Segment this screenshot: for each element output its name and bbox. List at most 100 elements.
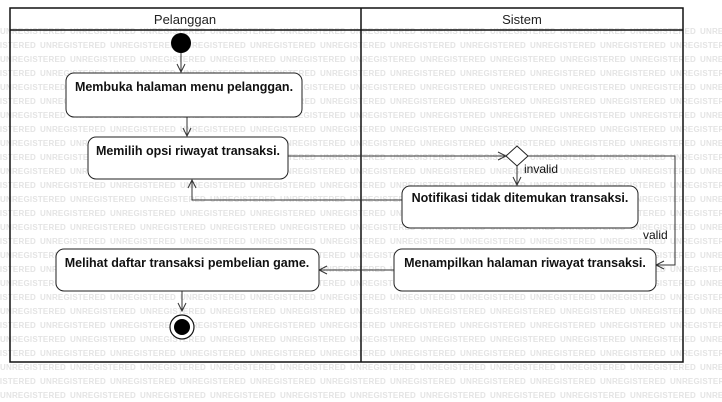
watermark-text: UNREGISTERED (530, 125, 596, 134)
watermark-text: UNREGISTERED (280, 335, 346, 344)
watermark-text: UNREGISTERED (140, 363, 206, 372)
watermark-text: UNREGISTERED (600, 125, 666, 134)
watermark-text: UNREGISTERED (280, 27, 346, 36)
watermark-text: UNREGISTERED (390, 97, 456, 106)
watermark-text: UNREGISTERED (0, 41, 36, 50)
watermark-text: UNREGISTERED (0, 265, 36, 274)
watermark-text: UNREGISTERED (670, 321, 722, 330)
watermark-text: UNREGISTERED (390, 69, 456, 78)
watermark-text: UNREGISTERED (390, 377, 456, 386)
watermark-text: UNREGISTERED (320, 69, 386, 78)
watermark-text: UNREGISTERED (390, 349, 456, 358)
watermark-text: UNREGISTERED (110, 349, 176, 358)
swimlane-frame (9, 7, 684, 363)
watermark-text: UNREGISTERED (420, 391, 486, 400)
watermark-text: UNREGISTERED (630, 223, 696, 232)
watermark-text: UNREGISTERED (250, 41, 316, 50)
watermark-text: UNREGISTERED (280, 223, 346, 232)
watermark-text: UNREGISTERED (700, 363, 722, 372)
watermark-text: UNREGISTERED (670, 349, 722, 358)
activity-notifikasi: Notifikasi tidak ditemukan transaksi. (401, 185, 639, 229)
watermark-text: UNREGISTERED (560, 363, 626, 372)
watermark-text: UNREGISTERED (350, 223, 416, 232)
watermark-text: UNREGISTERED (0, 391, 66, 400)
activity-melihat-daftar: Melihat daftar transaksi pembelian game. (55, 248, 320, 292)
watermark-text: UNREGISTERED (560, 335, 626, 344)
watermark-text: UNREGISTERED (0, 349, 36, 358)
watermark-text: UNREGISTERED (180, 237, 246, 246)
watermark-text: UNREGISTERED (180, 209, 246, 218)
watermark-text: UNREGISTERED (490, 335, 556, 344)
watermark-text: UNREGISTERED (320, 321, 386, 330)
watermark-text: UNREGISTERED (110, 181, 176, 190)
watermark-text: UNREGISTERED (700, 335, 722, 344)
watermark-text: UNREGISTERED (530, 153, 596, 162)
watermark-text: UNREGISTERED (40, 377, 106, 386)
watermark-text: UNREGISTERED (420, 139, 486, 148)
watermark-text: UNREGISTERED (670, 265, 722, 274)
watermark-text: UNREGISTERED (140, 335, 206, 344)
watermark-text: UNREGISTERED (250, 321, 316, 330)
watermark-text: UNREGISTERED (0, 125, 36, 134)
watermark-text: UNREGISTERED (600, 377, 666, 386)
watermark-text: UNREGISTERED (70, 223, 136, 232)
watermark-text: UNREGISTERED (140, 307, 206, 316)
activity-memilih-opsi: Memilih opsi riwayat transaksi. (87, 136, 289, 180)
watermark-text: UNREGISTERED (670, 97, 722, 106)
watermark-text: UNREGISTERED (250, 181, 316, 190)
watermark-text: UNREGISTERED (420, 363, 486, 372)
watermark-text: UNREGISTERED (490, 307, 556, 316)
watermark-text: UNREGISTERED (40, 181, 106, 190)
watermark-text: UNREGISTERED (630, 139, 696, 148)
watermark-text: UNREGISTERED (0, 321, 36, 330)
watermark-text: UNREGISTERED (70, 27, 136, 36)
watermark-text: UNREGISTERED (320, 209, 386, 218)
watermark-text: UNREGISTERED (0, 153, 36, 162)
watermark-text: UNREGISTERED (0, 167, 66, 176)
watermark-text: UNREGISTERED (460, 41, 526, 50)
watermark-text: UNREGISTERED (0, 335, 66, 344)
watermark-text: UNREGISTERED (0, 55, 66, 64)
watermark-text: UNREGISTERED (700, 307, 722, 316)
watermark-text: UNREGISTERED (670, 293, 722, 302)
watermark-text: UNREGISTERED (210, 391, 276, 400)
watermark-text: UNREGISTERED (700, 167, 722, 176)
watermark-text: UNREGISTERED (210, 307, 276, 316)
watermark-text: UNREGISTERED (630, 55, 696, 64)
watermark-text: UNREGISTERED (530, 321, 596, 330)
watermark-text: UNREGISTERED (320, 181, 386, 190)
watermark-text: UNREGISTERED (40, 237, 106, 246)
watermark-text: UNREGISTERED (140, 223, 206, 232)
activity-label: Membuka halaman menu pelanggan. (75, 80, 293, 94)
watermark-text: UNREGISTERED (350, 55, 416, 64)
watermark-text: UNREGISTERED (140, 27, 206, 36)
watermark-text: UNREGISTERED (490, 139, 556, 148)
watermark-text: UNREGISTERED (210, 223, 276, 232)
watermark-text: UNREGISTERED (630, 335, 696, 344)
activity-label: Melihat daftar transaksi pembelian game. (65, 256, 310, 270)
watermark-text: UNREGISTERED (560, 139, 626, 148)
watermark-text: UNREGISTERED (560, 307, 626, 316)
watermark-text: UNREGISTERED (350, 307, 416, 316)
watermark-text: UNREGISTERED (250, 293, 316, 302)
watermark-text: UNREGISTERED (320, 349, 386, 358)
activity-label: Notifikasi tidak ditemukan transaksi. (412, 191, 629, 205)
watermark-text: UNREGISTERED (110, 377, 176, 386)
watermark-text: UNREGISTERED (320, 237, 386, 246)
watermark-text: UNREGISTERED (280, 307, 346, 316)
watermark-text: UNREGISTERED (40, 41, 106, 50)
watermark-text: UNREGISTERED (390, 237, 456, 246)
watermark-text: UNREGISTERED (630, 279, 696, 288)
watermark-text: UNREGISTERED (280, 139, 346, 148)
watermark-text: UNREGISTERED (460, 237, 526, 246)
watermark-text: UNREGISTERED (460, 69, 526, 78)
watermark-text: UNREGISTERED (350, 83, 416, 92)
watermark-text: UNREGISTERED (210, 27, 276, 36)
watermark-text: UNREGISTERED (350, 251, 416, 260)
watermark-text: UNREGISTERED (600, 153, 666, 162)
watermark-text: UNREGISTERED (0, 97, 36, 106)
watermark-text: UNREGISTERED (420, 307, 486, 316)
watermark-text: UNREGISTERED (490, 83, 556, 92)
watermark-text: UNREGISTERED (250, 237, 316, 246)
watermark-text: UNREGISTERED (630, 251, 696, 260)
